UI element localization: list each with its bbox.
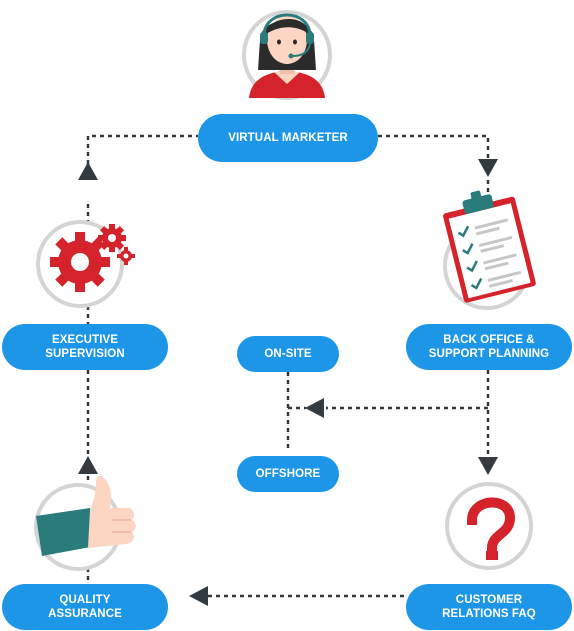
arrowheads (78, 159, 498, 606)
arrow-left-to-qa (189, 586, 208, 606)
offshore-label: OFFSHORE (255, 468, 321, 480)
connector-marketer-to-backoffice (378, 134, 490, 158)
quality-assurance-label-line1: QUALITY (59, 594, 111, 606)
virtual-marketer-label: VIRTUAL MARKETER (228, 132, 348, 144)
on-site-label: ON-SITE (264, 348, 312, 360)
executive-supervision-label-line1: EXECUTIVE (51, 334, 119, 346)
gears-icon (50, 224, 135, 292)
node-quality-assurance: QUALITY ASSURANCE (2, 584, 168, 630)
arrow-down-to-backoffice (478, 159, 498, 177)
customer-relations-label-line1: CUSTOMER (455, 594, 523, 606)
node-virtual-marketer: VIRTUAL MARKETER (198, 114, 378, 162)
node-on-site: ON-SITE (237, 336, 339, 372)
arrow-left-to-onsite-offshore (305, 398, 324, 418)
arrow-up-to-marketer (78, 162, 98, 180)
back-office-label-line2: SUPPORT PLANNING (428, 348, 550, 360)
thumbs-up-icon (36, 475, 136, 556)
connector-lines (86, 134, 490, 598)
quality-assurance-label-line2: ASSURANCE (48, 608, 122, 620)
question-mark-icon (466, 497, 516, 560)
node-back-office: BACK OFFICE & SUPPORT PLANNING (406, 324, 572, 370)
executive-supervision-label-line2: SUPERVISION (45, 348, 125, 360)
call-center-agent-icon (249, 13, 325, 98)
back-office-label-line1: BACK OFFICE & (443, 334, 535, 346)
node-customer-relations: CUSTOMER RELATIONS FAQ (406, 584, 572, 630)
customer-relations-label-line2: RELATIONS FAQ (442, 608, 536, 620)
arrow-up-to-exec (78, 456, 98, 474)
node-executive-supervision: EXECUTIVE SUPERVISION (2, 324, 168, 370)
node-offshore: OFFSHORE (237, 456, 339, 492)
arrow-down-to-faq (478, 457, 498, 475)
clipboard-checklist-icon (443, 190, 536, 303)
connector-exec-to-marketer (86, 134, 198, 180)
